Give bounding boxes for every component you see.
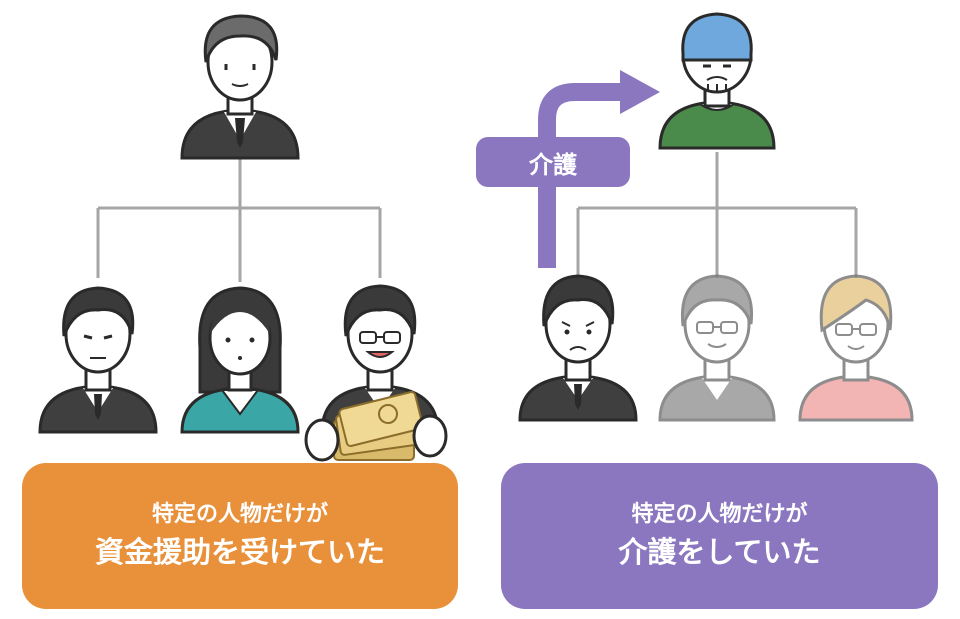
greyed-child-icon: [798, 274, 914, 422]
son-with-money-icon: [304, 284, 448, 462]
elderly-parent-icon: [658, 12, 776, 150]
son-icon: [38, 286, 158, 434]
left-caption-line1: 特定の人物だけが: [151, 502, 328, 527]
greyed-son-icon: [658, 274, 776, 422]
daughter-icon: [180, 286, 300, 434]
left-tree-lines: [96, 158, 382, 282]
right-tree-lines: [576, 152, 858, 278]
right-caption-line1: 特定の人物だけが: [631, 502, 808, 527]
worried-son-icon: [518, 274, 638, 422]
left-caption-box: 特定の人物だけが 資金援助を受けていた: [22, 463, 458, 609]
care-label: 介護: [476, 137, 630, 187]
right-caption-box: 特定の人物だけが 介護をしていた: [501, 463, 938, 609]
father-icon: [180, 14, 300, 160]
left-caption-line2: 資金援助を受けていた: [94, 535, 385, 569]
money-bundle-icon: [304, 390, 448, 462]
right-caption-line2: 介護をしていた: [618, 535, 821, 569]
care-arrow: [538, 70, 660, 268]
